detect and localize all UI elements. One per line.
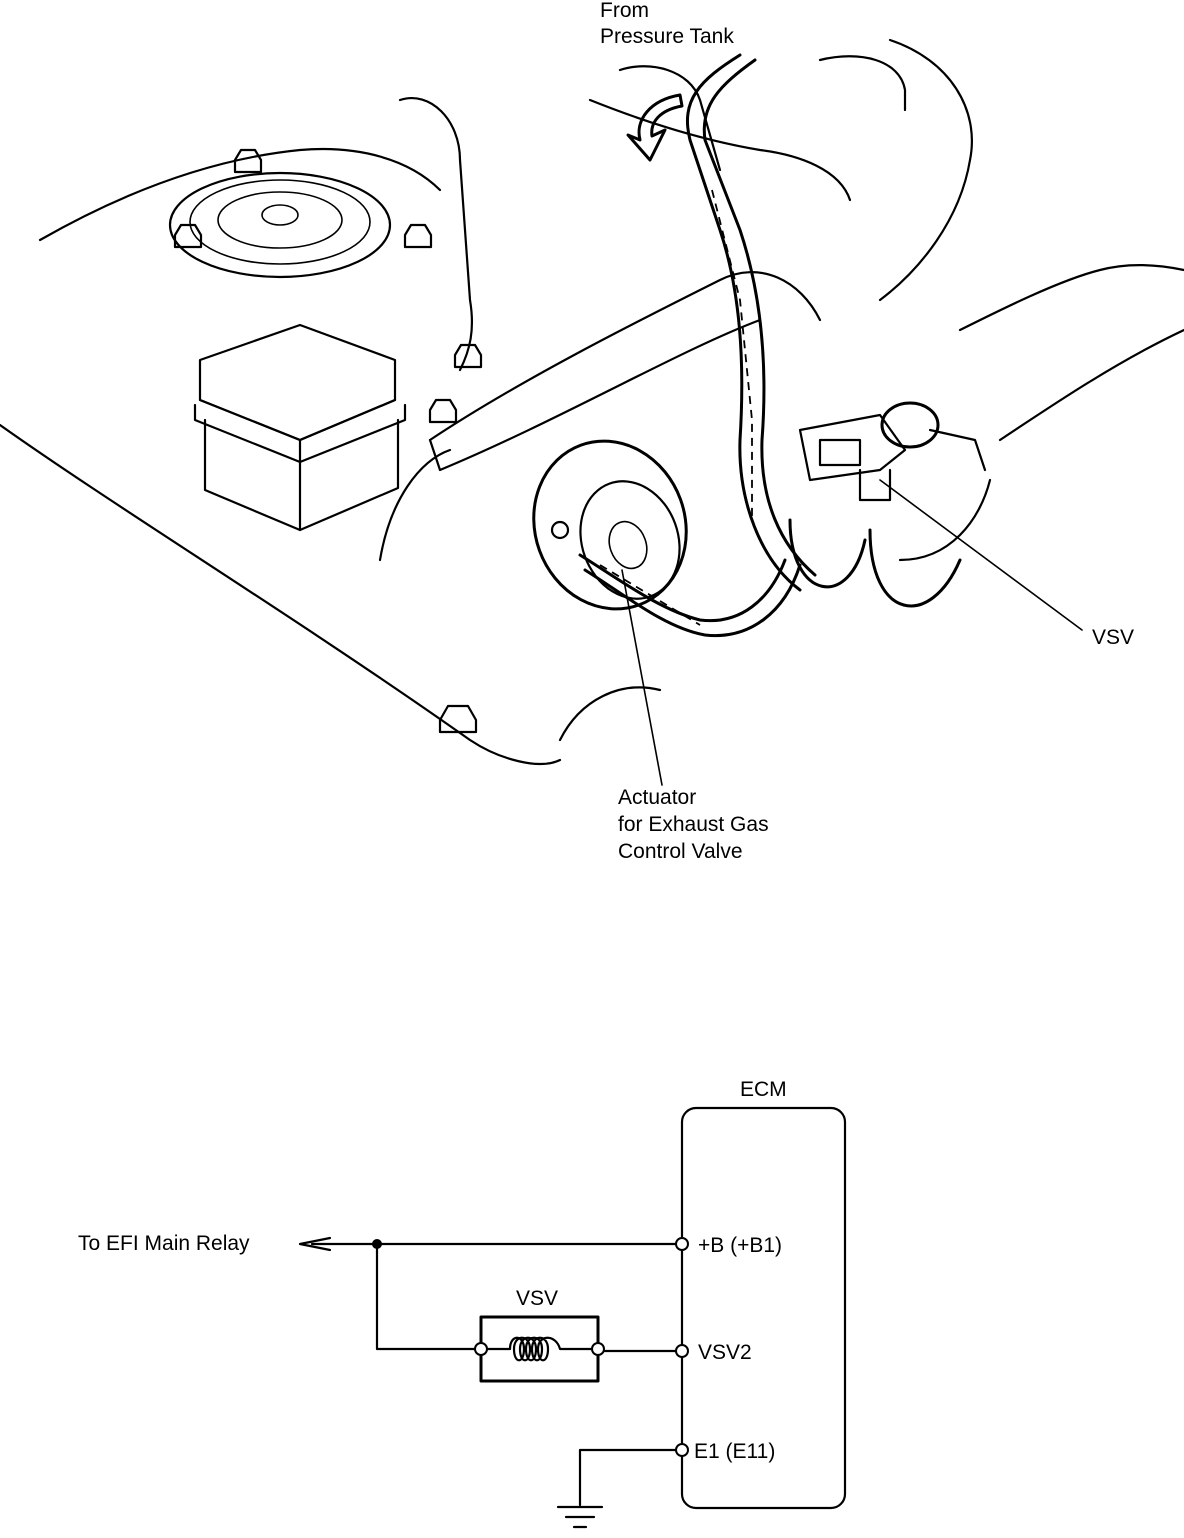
fender-lower-edge bbox=[0, 423, 562, 765]
terminal-vsv2-label: VSV2 bbox=[698, 1341, 752, 1364]
label-from: From bbox=[600, 0, 649, 22]
terminal-vsv2 bbox=[675, 1344, 689, 1358]
terminal-plus-b bbox=[675, 1237, 689, 1251]
wire-e1-ground bbox=[578, 1448, 678, 1507]
wiring-schematic: ECM To EFI Main Relay VSV +B (+B1) VSV2 … bbox=[78, 1078, 847, 1529]
actuator-leader-line bbox=[621, 569, 663, 786]
actuator bbox=[532, 439, 688, 611]
ecm-label: ECM bbox=[740, 1078, 787, 1101]
label-for-exhaust-gas: for Exhaust Gas bbox=[618, 813, 769, 836]
fender-outline bbox=[38, 147, 442, 242]
vacuum-hoses bbox=[578, 53, 817, 638]
engine-bay-illustration: From Pressure Tank VSV Actuator for Exha… bbox=[0, 0, 1184, 863]
battery-box bbox=[193, 323, 407, 532]
ecm-box bbox=[680, 1106, 847, 1510]
label-vsv-illustration: VSV bbox=[1092, 626, 1134, 649]
vsv-valve bbox=[788, 401, 987, 608]
vsv-coil-icon bbox=[485, 1336, 594, 1362]
vsv-circuit-label: VSV bbox=[516, 1287, 558, 1310]
terminal-plus-b-label: +B (+B1) bbox=[698, 1234, 782, 1257]
relay-label: To EFI Main Relay bbox=[78, 1232, 250, 1255]
label-pressure-tank: Pressure Tank bbox=[600, 25, 734, 48]
intake-housing bbox=[428, 271, 822, 442]
flow-arrow-icon bbox=[626, 93, 684, 162]
label-actuator: Actuator bbox=[618, 786, 696, 809]
vsv-leader-line bbox=[879, 479, 1083, 631]
ground-icon bbox=[556, 1505, 604, 1529]
engine-block-outline bbox=[398, 97, 474, 372]
wire-branch-to-vsv bbox=[375, 1242, 477, 1351]
strut-tower bbox=[168, 148, 433, 279]
terminal-e1-label: E1 (E11) bbox=[694, 1440, 775, 1463]
relay-arrow-icon bbox=[298, 1236, 332, 1252]
label-control-valve: Control Valve bbox=[618, 840, 743, 863]
terminal-e1 bbox=[675, 1443, 689, 1457]
